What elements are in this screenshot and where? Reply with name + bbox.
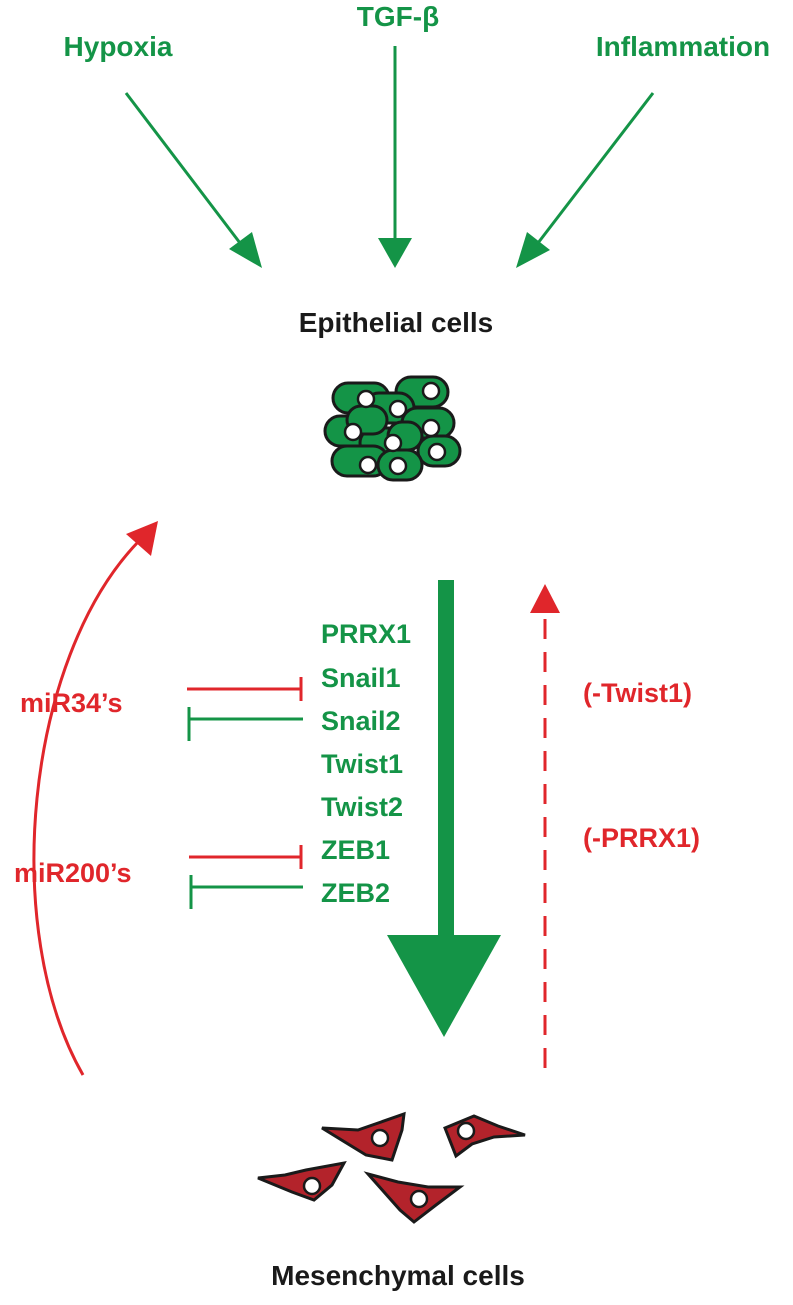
mir200-zeb-inhibition	[189, 845, 303, 909]
mesenchymal-cells-label: Mesenchymal cells	[271, 1260, 525, 1291]
hypoxia-arrow	[124, 92, 262, 268]
emt-arrow	[387, 580, 501, 1037]
reverse-dashed-arrow	[530, 584, 560, 1068]
tf-snail2: Snail2	[321, 706, 401, 736]
tf-zeb2: ZEB2	[321, 878, 390, 908]
met-return-arrow	[32, 521, 158, 1076]
hypoxia-label: Hypoxia	[64, 31, 173, 62]
tf-snail1: Snail1	[321, 663, 401, 693]
mesenchymal-nuclei	[302, 1121, 476, 1209]
mir34-snail-inhibition	[187, 677, 303, 741]
tgf-beta-label: TGF-β	[357, 1, 439, 32]
epithelial-cells-label: Epithelial cells	[299, 307, 494, 338]
inflammation-label: Inflammation	[596, 31, 770, 62]
epithelial-nuclei	[343, 381, 447, 476]
mesenchymal-cell-group	[257, 1111, 526, 1224]
minus-twist1-label: (-Twist1)	[583, 678, 692, 708]
tf-prrx1: PRRX1	[321, 619, 411, 649]
tf-zeb1: ZEB1	[321, 835, 390, 865]
tgf-beta-arrow	[378, 46, 412, 268]
tf-twist1: Twist1	[321, 749, 403, 779]
transcription-factor-list: PRRX1 Snail1 Snail2 Twist1 Twist2 ZEB1 Z…	[321, 619, 411, 908]
inflammation-arrow	[516, 92, 655, 268]
mir200-label: miR200’s	[14, 858, 132, 888]
mir34-label: miR34’s	[20, 688, 123, 718]
tf-twist2: Twist2	[321, 792, 403, 822]
minus-prrx1-label: (-PRRX1)	[583, 823, 700, 853]
